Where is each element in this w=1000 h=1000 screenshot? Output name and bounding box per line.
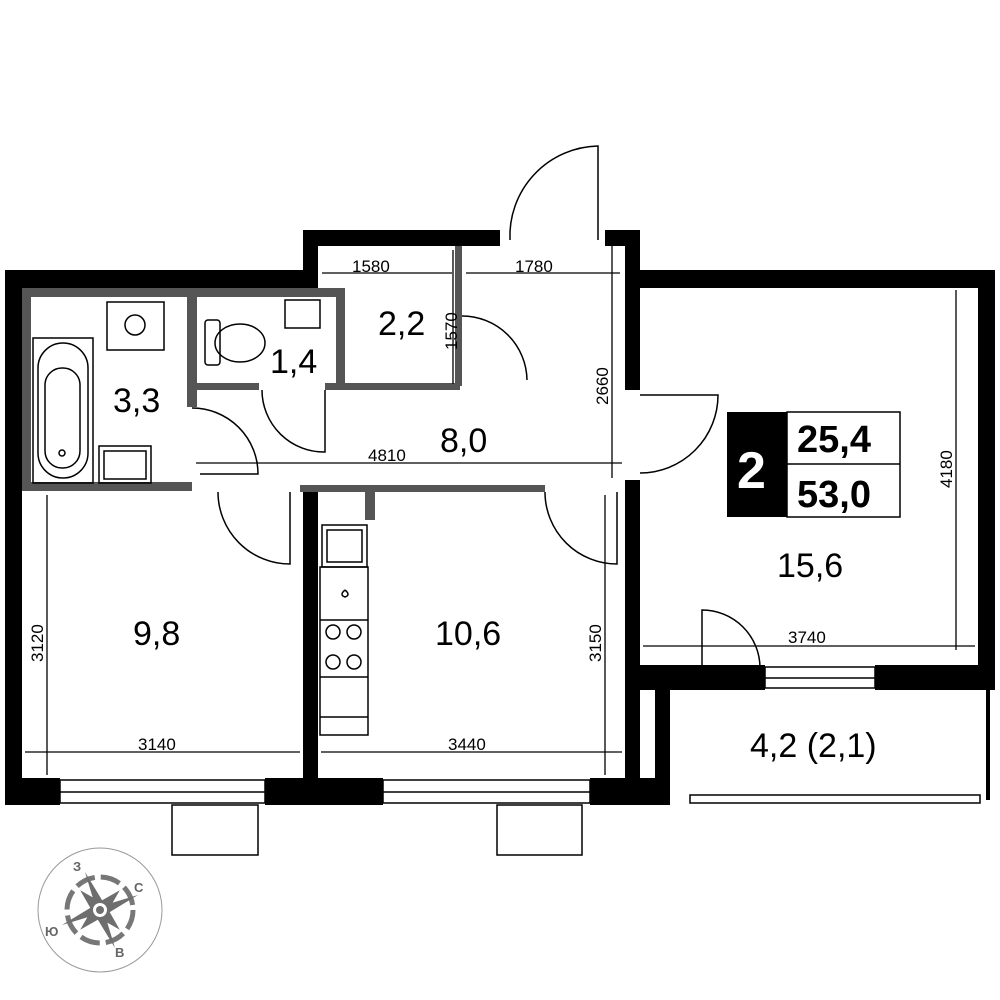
radiator-left [171, 804, 259, 856]
area-left-room: 9,8 [133, 615, 180, 653]
entrance-door [509, 145, 599, 241]
fixtures [32, 299, 369, 736]
radiator-kitchen [496, 804, 583, 856]
area-storage: 2,2 [378, 305, 425, 343]
dim-hall-depth: 2660 [593, 367, 612, 405]
balcony-door [701, 609, 761, 669]
area-right-room: 15,6 [777, 547, 843, 585]
kitchen-counter [319, 566, 369, 736]
interior-walls [22, 246, 545, 520]
doors [191, 145, 761, 669]
toilet-door [261, 389, 326, 453]
compass-west: З [73, 859, 81, 874]
right-room-door [639, 394, 719, 474]
dim-left-room-width: 3140 [138, 735, 176, 754]
compass-east: В [115, 945, 124, 960]
dim-right-room-width: 3740 [788, 628, 826, 647]
compass-icon: З С Ю В [37, 847, 163, 973]
toilet-sink [284, 299, 321, 329]
windows [59, 666, 981, 856]
toilet [204, 319, 221, 366]
area-hall: 8,0 [440, 422, 487, 460]
dim-storage-depth: 1570 [442, 312, 461, 350]
living-area: 25,4 [797, 419, 871, 461]
area-toilet: 1,4 [270, 343, 317, 381]
dim-hall-length: 4810 [368, 446, 406, 465]
bathtub [32, 337, 94, 484]
dim-entry-width: 1780 [515, 257, 553, 276]
compass-north: С [134, 880, 144, 895]
area-kitchen: 10,6 [435, 615, 501, 653]
dim-right-room-depth: 4180 [937, 450, 956, 488]
exterior-walls [5, 230, 995, 805]
storage-door [461, 315, 528, 381]
apartment-summary-badge: 2 25,4 53,0 [727, 411, 901, 518]
rooms-count: 2 [737, 442, 766, 500]
area-bathroom: 3,3 [113, 382, 160, 420]
bathroom-door [191, 407, 259, 475]
balcony-glazing [689, 794, 981, 804]
dim-left-room-depth: 3120 [28, 624, 47, 662]
total-area: 53,0 [797, 474, 871, 516]
dim-kitchen-width: 3440 [448, 735, 486, 754]
compass-south: Ю [45, 924, 58, 939]
dim-storage-width: 1580 [352, 257, 390, 276]
bath-sink [98, 445, 152, 484]
dim-kitchen-depth: 3150 [586, 624, 605, 662]
washing-machine [106, 301, 165, 351]
kitchen-door [544, 491, 618, 565]
left-room-door [217, 491, 291, 565]
area-balcony: 4,2 (2,1) [750, 727, 877, 765]
kitchen-sink [321, 524, 368, 568]
dimension-lines [25, 246, 975, 775]
